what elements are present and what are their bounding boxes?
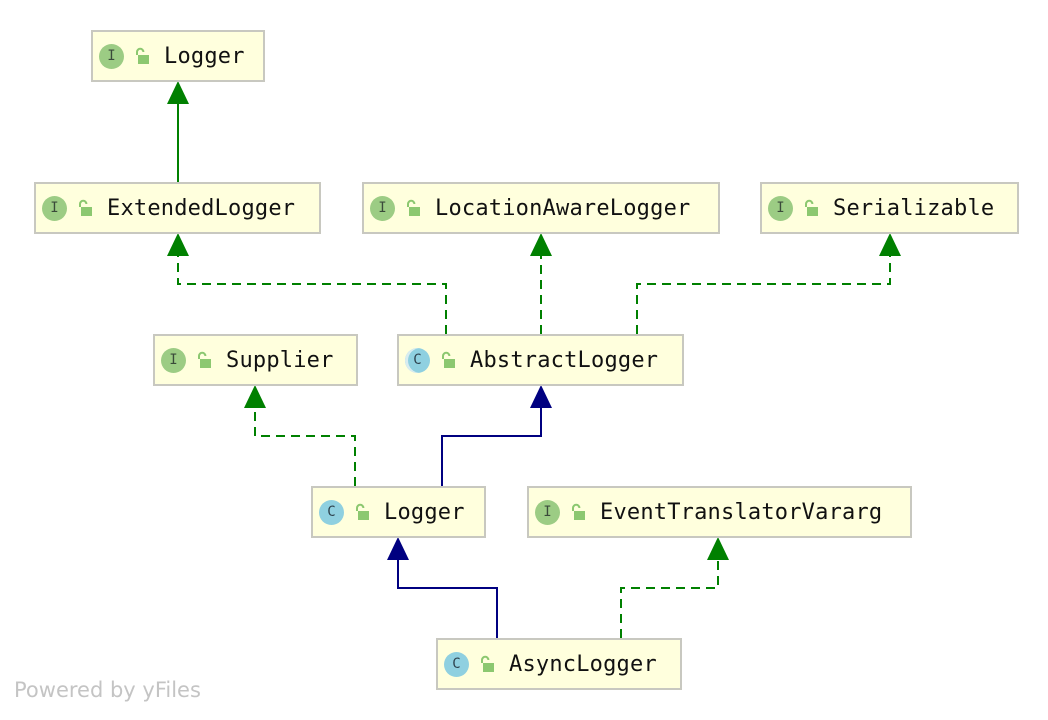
node-serializable[interactable]: I Serializable — [760, 182, 1019, 234]
arrowhead — [387, 537, 409, 560]
node-label: Serializable — [833, 195, 995, 221]
interface-icon: I — [42, 195, 67, 221]
interface-icon: I — [768, 195, 793, 221]
edge-asynclogger-to-loggerclass — [397, 560, 498, 638]
node-supplier[interactable]: I Supplier — [153, 334, 358, 386]
class-icon: C — [319, 499, 344, 525]
unlocked-icon — [803, 199, 819, 217]
node-label: Logger — [164, 43, 245, 69]
arrowhead — [167, 81, 189, 104]
unlocked-icon — [570, 503, 586, 521]
node-label: AbstractLogger — [470, 347, 659, 373]
unlocked-icon — [479, 655, 495, 673]
class-icon: C — [444, 651, 469, 677]
node-eventtranslatorvararg[interactable]: I EventTranslatorVararg — [527, 486, 912, 538]
node-label: LocationAwareLogger — [435, 195, 691, 221]
interface-icon: I — [535, 499, 560, 525]
interface-icon: I — [161, 347, 186, 373]
unlocked-icon — [440, 351, 456, 369]
node-label: AsyncLogger — [509, 651, 657, 677]
yfiles-watermark: Powered by yFiles — [14, 678, 201, 702]
node-abstractlogger[interactable]: C AbstractLogger — [397, 334, 684, 386]
node-extendedlogger[interactable]: I ExtendedLogger — [34, 182, 321, 234]
edge-abstractlogger-to-serializable — [636, 256, 891, 334]
arrowhead — [530, 233, 552, 256]
node-logger-interface[interactable]: I Logger — [91, 30, 265, 82]
abstract-class-icon: C — [405, 347, 430, 373]
node-label: EventTranslatorVararg — [600, 499, 883, 525]
node-logger-class[interactable]: C Logger — [311, 486, 486, 538]
node-asynclogger[interactable]: C AsyncLogger — [436, 638, 682, 690]
edge-asynclogger-to-eventtranslatorvararg — [620, 560, 719, 638]
node-label: Logger — [384, 499, 465, 525]
arrowhead — [707, 537, 729, 560]
unlocked-icon — [354, 503, 370, 521]
unlocked-icon — [134, 47, 150, 65]
interface-icon: I — [99, 43, 124, 69]
node-label: ExtendedLogger — [107, 195, 296, 221]
unlocked-icon — [77, 199, 93, 217]
unlocked-icon — [196, 351, 212, 369]
node-locationawarelogger[interactable]: I LocationAwareLogger — [362, 182, 720, 234]
arrowhead — [530, 385, 552, 408]
edge-loggerclass-to-supplier — [254, 408, 356, 486]
node-label: Supplier — [226, 347, 334, 373]
interface-icon: I — [370, 195, 395, 221]
arrowhead — [244, 385, 266, 408]
edge-loggerclass-to-abstractlogger — [441, 408, 542, 486]
arrowhead — [879, 233, 901, 256]
edge-abstractlogger-to-extendedlogger — [177, 256, 447, 334]
unlocked-icon — [405, 199, 421, 217]
arrowhead — [167, 233, 189, 256]
